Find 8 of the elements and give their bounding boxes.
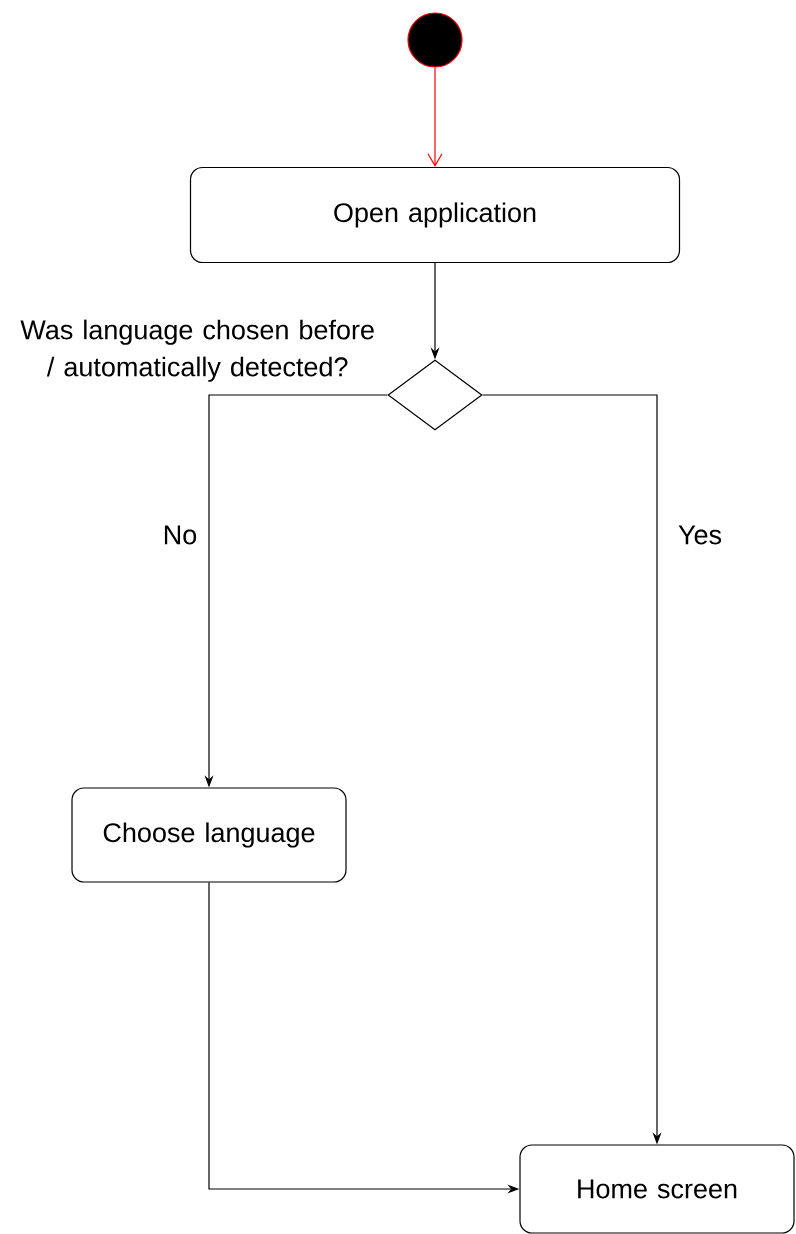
action-box: Choose language <box>71 787 347 883</box>
action-box: Home screen <box>519 1144 795 1234</box>
edge-label: No <box>160 523 200 547</box>
edge-label: Yes <box>676 523 725 547</box>
start-circle <box>407 12 463 68</box>
action-box: Open application <box>189 166 681 264</box>
arrow <box>427 67 443 167</box>
decision-label: Was language chosen before / automatically detected? <box>20 319 374 382</box>
